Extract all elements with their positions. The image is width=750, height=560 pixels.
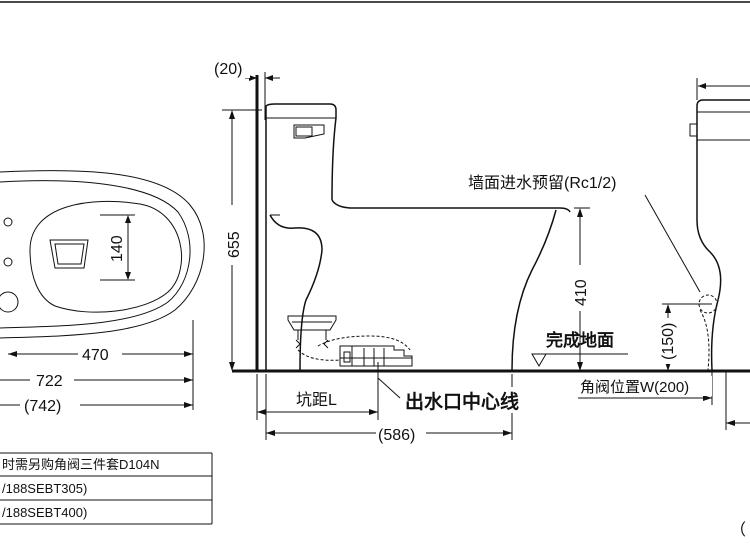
spec-table xyxy=(0,452,213,525)
dim-470: 470 xyxy=(82,347,109,364)
toilet-side-view xyxy=(222,72,750,440)
dim-410: 410 xyxy=(573,279,590,306)
table-row-3: /188SEBT400) xyxy=(2,505,87,520)
floor-label: 完成地面 xyxy=(546,330,614,350)
dim-586: (586) xyxy=(378,427,415,444)
toilet-front-view xyxy=(578,78,750,430)
dim-722: 722 xyxy=(36,373,63,390)
rough-in-label: 坑距L xyxy=(296,391,337,409)
dim-20: (20) xyxy=(214,61,242,78)
dim-150: (150) xyxy=(660,323,677,360)
corner-mark: （ xyxy=(730,521,746,539)
dim-655: 655 xyxy=(226,231,243,258)
valve-position-label: 角阀位置W(200) xyxy=(580,379,689,396)
table-row-1: 时需另购角阀三件套D104N xyxy=(2,457,159,472)
dim-742: (742) xyxy=(24,398,61,415)
dim-140: 140 xyxy=(109,235,126,262)
outlet-center-label: 出水口中心线 xyxy=(405,390,519,413)
table-row-2: /188SEBT305) xyxy=(2,481,87,496)
wall-inlet-label: 墙面进水预留(Rc1/2) xyxy=(468,174,616,192)
